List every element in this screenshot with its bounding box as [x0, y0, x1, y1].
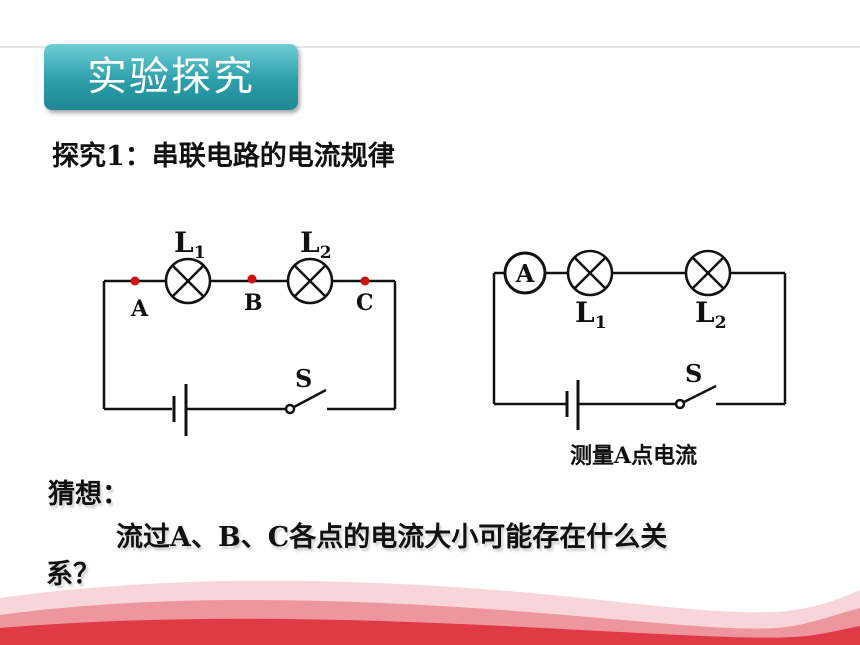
- guess-question-line-2: 系？: [46, 559, 100, 590]
- top-rule: [0, 46, 860, 48]
- left-switch-label: S: [295, 364, 312, 393]
- right-lamp-2: [684, 249, 732, 297]
- ammeter: A: [503, 251, 547, 295]
- left-battery: [172, 384, 188, 436]
- decorative-wave-footer: [0, 580, 860, 645]
- point-c-dot: [360, 276, 370, 286]
- guess-label: 猜想：: [48, 479, 129, 510]
- circuit-diagrams: L1 L2 A B C S A L1 L2 S 测量A点电流: [102, 226, 787, 469]
- right-battery: [565, 380, 580, 430]
- left-lamp-2: [286, 257, 334, 305]
- point-c-label: C: [356, 290, 374, 316]
- right-circuit: [492, 271, 787, 406]
- point-b-dot: [247, 274, 257, 284]
- guess-question-line-1: 流过A、B、C各点的电流大小可能存在什么关: [116, 522, 668, 553]
- point-b-label: B: [244, 290, 263, 316]
- ammeter-label: A: [515, 259, 535, 288]
- section-title-tab: 实验探究: [44, 44, 298, 110]
- right-circuit-caption: 测量A点电流: [570, 443, 697, 469]
- right-lamp-1: [566, 249, 614, 297]
- experiment-subtitle: 探究1：串联电路的电流规律: [52, 141, 395, 172]
- point-a-dot: [130, 276, 140, 286]
- left-lamp-1-label: L1: [174, 226, 206, 263]
- right-lamp-1-label: L1: [575, 296, 607, 333]
- left-lamp-1: [164, 257, 212, 305]
- section-title: 实验探究: [87, 54, 255, 100]
- left-lamp-2-label: L2: [300, 226, 332, 263]
- right-lamp-2-label: L2: [695, 296, 727, 333]
- right-switch-label: S: [685, 359, 702, 388]
- point-a-label: A: [130, 296, 149, 322]
- left-switch: [284, 388, 327, 415]
- right-switch: [674, 384, 717, 410]
